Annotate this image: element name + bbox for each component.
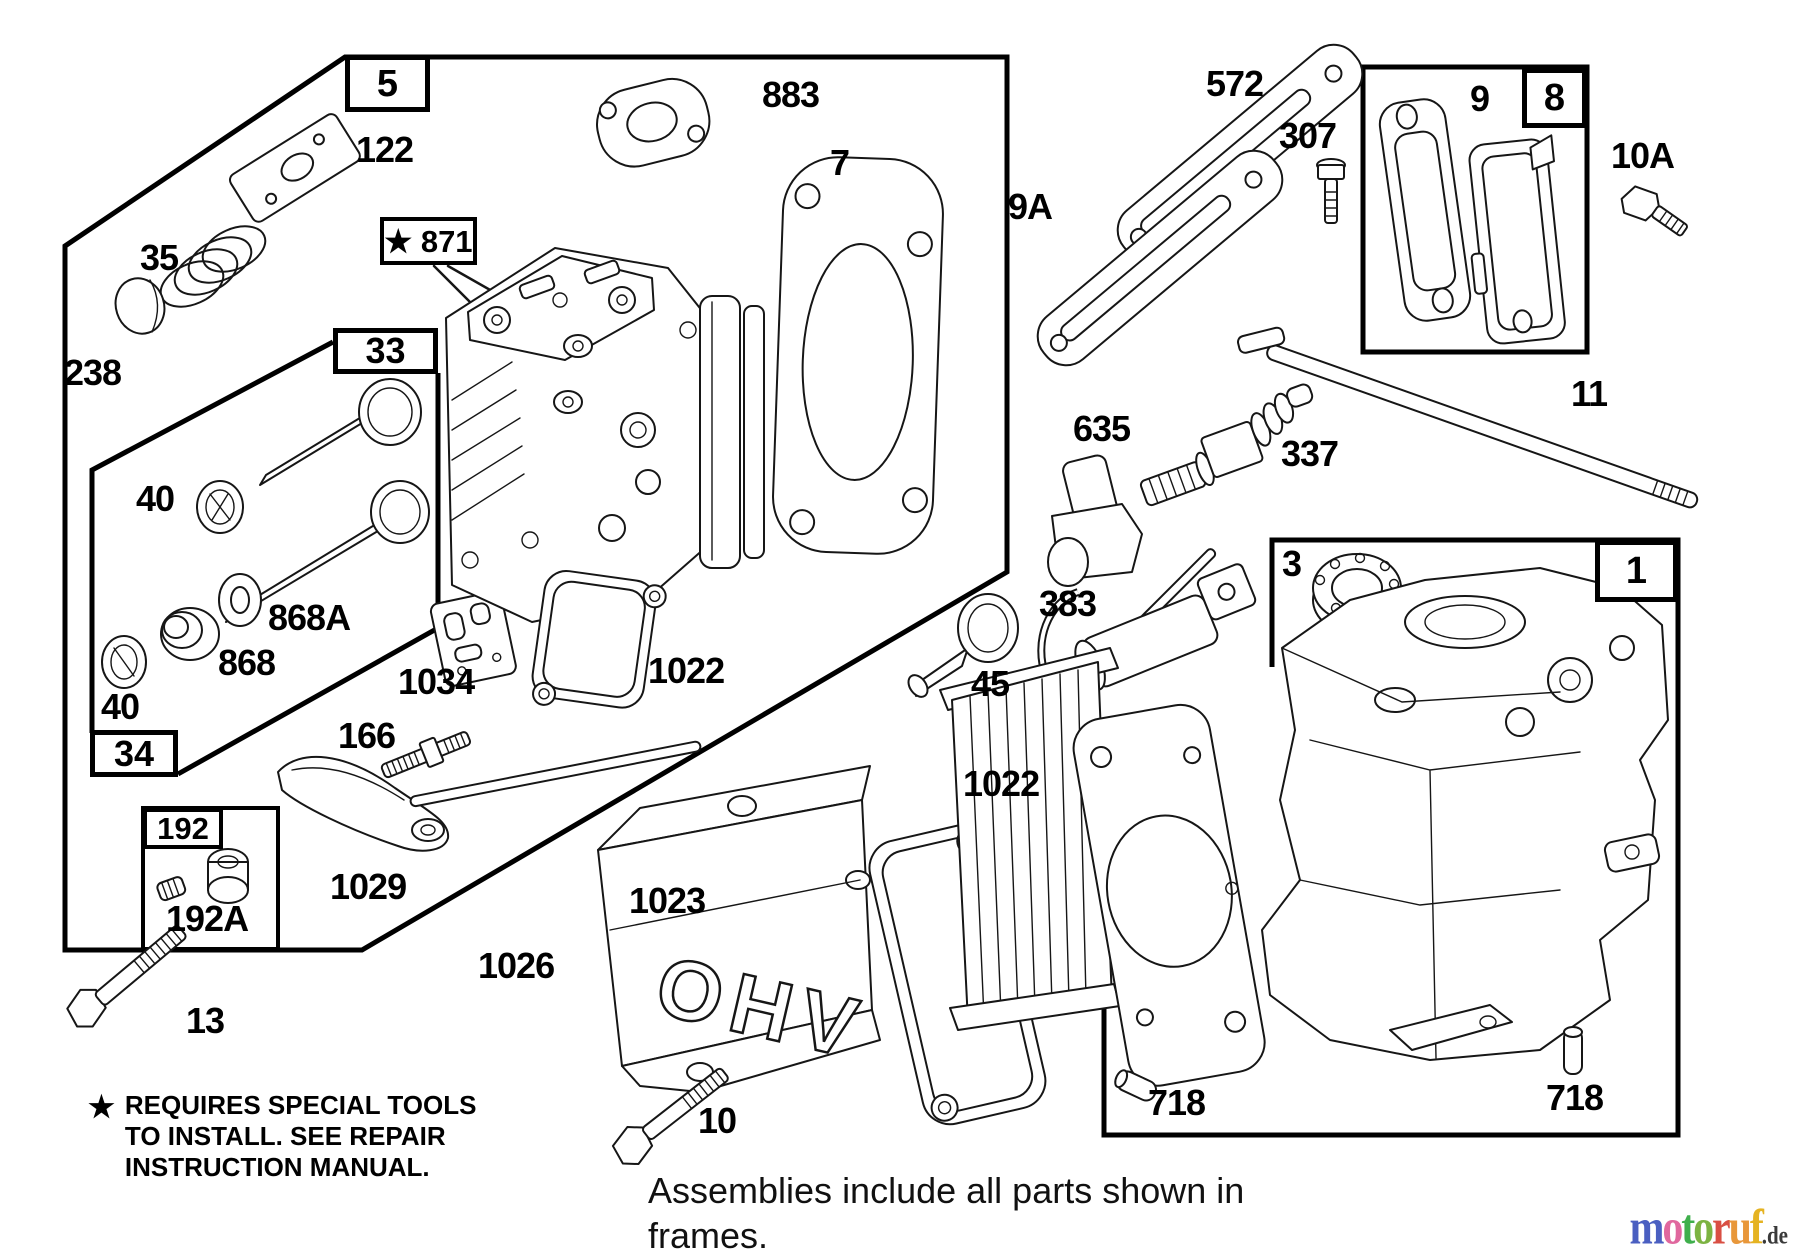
part-label-1034: 1034 [398,661,475,702]
guide-bushing-192 [207,848,249,904]
frame-label-34: 34 [90,730,178,777]
logo-letter: u [1728,1198,1752,1255]
logo-letter: r [1712,1198,1731,1255]
muffler-guard-8 [1468,134,1566,345]
part-label-3: 3 [1282,543,1302,584]
part-label-718-left: 718 [1148,1082,1206,1123]
part-label-868: 868 [218,642,276,683]
part-label-9: 9 [1470,78,1490,119]
cylinder-head [445,247,706,623]
spark-plug-337 [1139,383,1314,507]
part-label-13: 13 [186,1000,225,1041]
exhaust-gasket-883 [596,77,711,168]
dowel-pin-718-right [1563,1026,1583,1075]
push-rod-1026 [409,740,702,808]
frame-5-outline [62,54,1010,953]
part-label-868A: 868A [268,597,351,638]
footnote-line-3: INSTRUCTION MANUAL. [124,1152,430,1183]
part-label-1029: 1029 [330,866,407,907]
finned-cylinder [939,647,1121,1031]
part-label-122: 122 [356,129,414,170]
logo-letter: f [1749,1198,1764,1255]
part-label-883: 883 [762,74,820,115]
part-label-35: 35 [140,237,179,278]
special-tools-footnote: ★ REQUIRES SPECIAL TOOLS TO INSTALL. SEE… [88,1090,476,1184]
valve-cover-1023: OHV [597,765,881,1093]
part-label-11: 11 [1571,373,1608,414]
valve-seal-40-upper [196,480,244,534]
part-label-10A: 10A [1611,135,1675,176]
dowel-pin-718-left [1114,1069,1157,1102]
assemblies-line-1: Assemblies include all parts shown in [648,1170,1245,1211]
breather-plate-1034 [429,590,517,687]
star-icon: ★ [88,1091,115,1124]
logo-letter: m [1629,1198,1664,1255]
exhaust-valve-33 [225,480,430,623]
footnote-line-2: TO INSTALL. SEE REPAIR [124,1121,446,1152]
part-label-10: 10 [698,1100,737,1141]
special-tools-text: REQUIRES SPECIAL TOOLS TO INSTALL. SEE R… [125,1090,477,1184]
logo-word: motoruf [1629,1198,1764,1255]
logo-suffix: .de [1761,1222,1788,1250]
engine-cylinder-block [1261,567,1669,1061]
frame-8-outline [1360,64,1590,355]
part-label-166: 166 [338,715,396,756]
part-label-307: 307 [1279,115,1337,156]
part-label-45: 45 [971,663,1010,704]
assemblies-note: Assemblies include all parts shown in fr… [648,1168,1244,1258]
spark-plug-boot-635 [1047,454,1143,587]
rocker-stud-166 [380,731,471,779]
exhaust-gasket-9 [1378,98,1472,322]
part-label-192A: 192A [166,898,249,939]
logo-letter: o [1693,1198,1714,1255]
manifold-gasket-9A [1036,149,1284,367]
screw-307 [1316,158,1346,224]
footnote-line-1: REQUIRES SPECIAL TOOLS [124,1090,477,1120]
part-label-1022-right: 1022 [963,763,1040,804]
rocker-arm-1029 [277,755,450,852]
part-label-40-lower: 40 [101,686,140,727]
part-label-1022-left: 1022 [648,650,725,691]
special-tool-label-871: ★ 871 [380,217,477,265]
valve-tappet-45 [907,593,1019,698]
part-label-337: 337 [1281,433,1339,474]
part-label-7: 7 [830,142,850,183]
intake-valve-33 [259,378,422,486]
head-bolt-13 [66,925,187,1028]
assemblies-line-2: frames. [648,1215,769,1256]
frame-label-8: 8 [1522,68,1587,128]
head-gasket-7 [772,156,944,555]
washer-868A [218,573,262,627]
cylinder-head-gasket-inner [1072,703,1266,1087]
motoruf-logo: motoruf.de [1629,1201,1788,1252]
frame-label-5: 5 [345,55,430,112]
part-label-572: 572 [1206,63,1264,104]
frame-label-1: 1 [1595,540,1678,602]
governor-rod-11 [1236,326,1699,509]
rocker-cover-gasket-1022-left [531,569,667,709]
part-label-1023: 1023 [629,880,706,921]
logo-letter: o [1662,1198,1683,1255]
cover-bolt-10 [611,1067,729,1166]
valve-seal-40-lower [101,635,147,689]
valve-cap-238 [114,277,166,335]
plug-192A [156,876,187,902]
carburetor-spacer-122 [228,113,361,223]
part-label-40-upper: 40 [136,478,175,519]
bolt-10A [1620,185,1688,237]
frame-1-outline [1101,537,1681,1138]
frame-label-33: 33 [333,328,438,374]
head-plates [699,295,765,569]
part-label-383: 383 [1039,583,1097,624]
logo-letter: t [1681,1198,1695,1255]
part-label-9A: 9A [1008,186,1053,227]
part-label-1026: 1026 [478,945,555,986]
part-label-635: 635 [1073,408,1131,449]
part-label-718-right: 718 [1546,1077,1604,1118]
frame-label-192: 192 [143,808,223,849]
part-label-238: 238 [64,352,122,393]
grommet-868 [160,607,220,661]
